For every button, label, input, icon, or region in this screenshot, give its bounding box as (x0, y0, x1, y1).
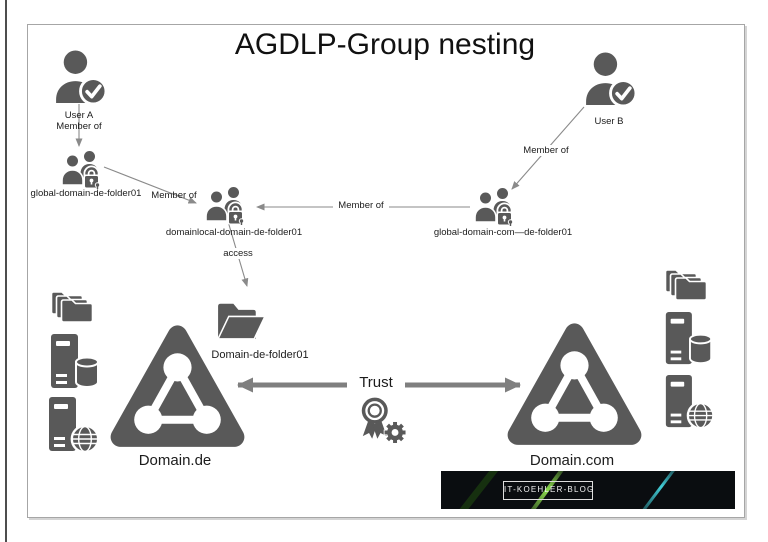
group-global-de-label: global-domain-de-folder01 (30, 188, 142, 199)
server-database-icon (51, 334, 99, 392)
domain-de-label: Domain.de (138, 452, 212, 469)
group-domainlocal-label: domainlocal-domain-de-folder01 (165, 227, 303, 238)
open-folder-icon (213, 294, 270, 345)
user-a-label: User A (64, 110, 94, 121)
userb-memberof-label: Member of (519, 145, 573, 157)
globalde-memberof-label: Member of (151, 190, 197, 201)
folder-share-label: Domain-de-folder01 (211, 349, 309, 361)
user-a-memberof-label: Member of (56, 121, 102, 132)
window-edge-line (5, 0, 7, 542)
page-title: AGDLP-Group nesting (234, 28, 536, 61)
group-global-de-lock-icon (60, 149, 104, 189)
blog-banner: IT-KOEHLER-BLOG (441, 471, 735, 509)
user-a-check-icon (51, 49, 108, 106)
certificate-gear-icon (355, 396, 407, 444)
trust-label: Trust (347, 374, 405, 392)
user-b-label: User B (594, 116, 624, 127)
stacked-folders-icon (49, 290, 96, 330)
banner-streak (451, 471, 502, 509)
group-global-com-lock-icon (473, 186, 517, 226)
stacked-folders-icon (663, 268, 710, 308)
domain-de-triangle-icon (107, 321, 248, 450)
globalcom-memberof-label: Member of (333, 200, 389, 212)
domain-com-label: Domain.com (529, 452, 615, 469)
banner-streak-teal (631, 471, 682, 509)
group-domainlocal-lock-icon (204, 185, 248, 225)
server-database-icon (665, 312, 713, 368)
group-global-com-label: global-domain-com—de-folder01 (433, 227, 573, 238)
user-b-check-icon (581, 51, 638, 108)
server-globe-icon (49, 397, 99, 455)
domain-com-triangle-icon (504, 319, 645, 448)
server-globe-icon (665, 375, 715, 431)
blog-logo: IT-KOEHLER-BLOG (503, 481, 593, 500)
access-label: access (217, 248, 259, 260)
